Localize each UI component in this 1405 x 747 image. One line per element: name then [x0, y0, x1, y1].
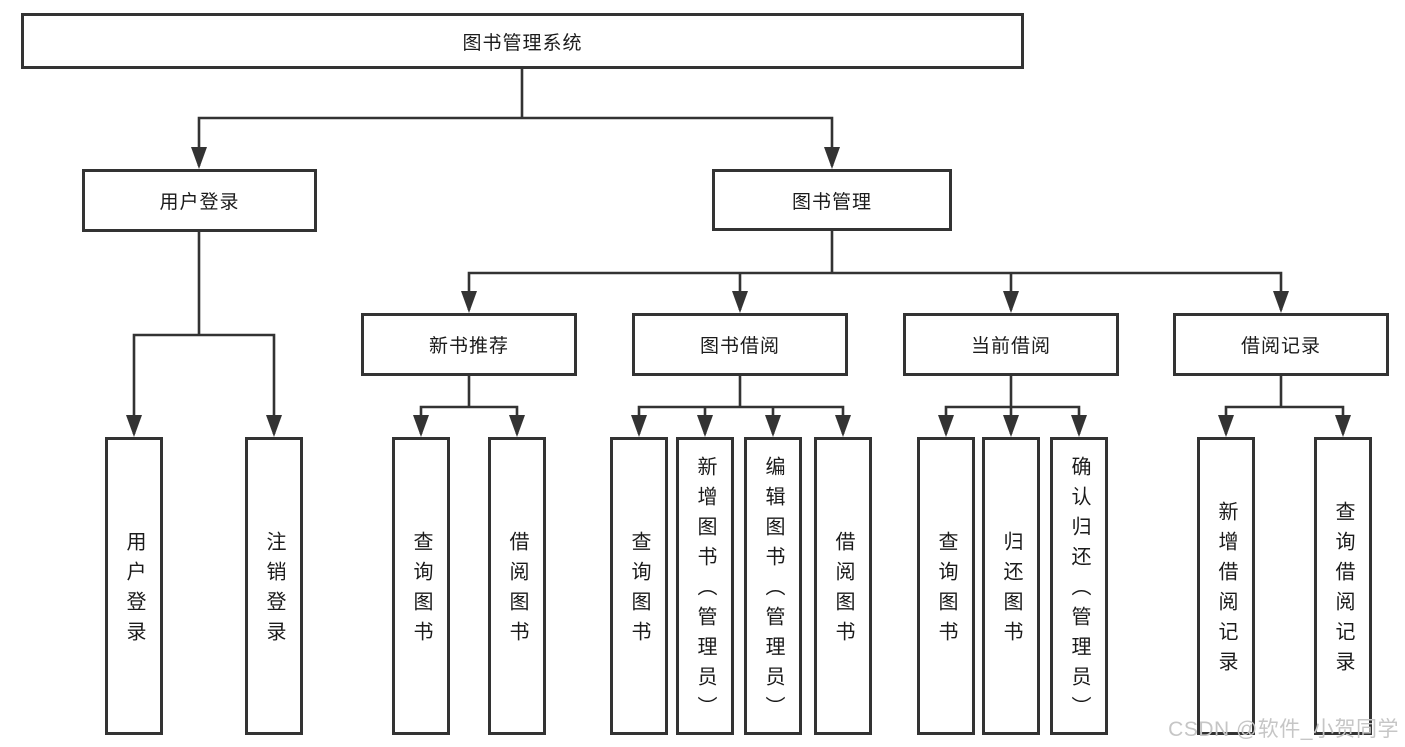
leaf-query-borrow-record: 查询借阅记录 [1314, 437, 1372, 735]
leaf-borrow-books: 借阅图书 [814, 437, 872, 735]
node-current-borrow-label: 当前借阅 [970, 336, 1051, 357]
leaf-borrow-query-books-label: 查询图书 [628, 531, 650, 651]
node-book-borrow-label: 图书借阅 [699, 336, 780, 357]
leaf-recommend-borrow-books: 借阅图书 [488, 437, 546, 735]
leaf-confirm-return-admin-label: 确认归还（管理员） [1068, 456, 1090, 726]
leaf-borrow-query-books: 查询图书 [610, 437, 668, 735]
node-borrow-records-label: 借阅记录 [1240, 336, 1321, 357]
node-new-book-recommend-label: 新书推荐 [428, 336, 509, 357]
node-borrow-records: 借阅记录 [1173, 313, 1389, 376]
node-user-login: 用户登录 [82, 169, 317, 232]
leaf-confirm-return-admin: 确认归还（管理员） [1050, 437, 1108, 735]
leaf-logout-label: 注销登录 [263, 531, 285, 651]
leaf-current-query-books: 查询图书 [917, 437, 975, 735]
leaf-add-books-admin-label: 新增图书（管理员） [694, 456, 716, 726]
leaf-logout: 注销登录 [245, 437, 303, 735]
leaf-edit-books-admin-label: 编辑图书（管理员） [762, 456, 784, 726]
node-book-management: 图书管理 [712, 169, 952, 231]
node-book-management-label: 图书管理 [791, 191, 872, 213]
node-root-library-system: 图书管理系统 [21, 13, 1024, 69]
node-root-label: 图书管理系统 [462, 32, 583, 54]
connector-current-borrow [944, 376, 1081, 434]
leaf-recommend-query-books: 查询图书 [392, 437, 450, 735]
leaf-add-books-admin: 新增图书（管理员） [676, 437, 734, 735]
leaf-edit-books-admin: 编辑图书（管理员） [744, 437, 802, 735]
node-user-login-label: 用户登录 [159, 192, 240, 213]
leaf-current-query-books-label: 查询图书 [935, 531, 957, 651]
leaf-recommend-query-books-label: 查询图书 [410, 531, 432, 651]
leaf-user-login: 用户登录 [105, 437, 163, 735]
node-book-borrow: 图书借阅 [632, 313, 848, 376]
connector-book-management [467, 231, 1283, 310]
leaf-recommend-borrow-books-label: 借阅图书 [506, 531, 528, 651]
connector-root [197, 69, 834, 166]
leaf-return-books-label: 归还图书 [1000, 531, 1022, 651]
connector-book-borrow [637, 376, 845, 434]
node-new-book-recommend: 新书推荐 [361, 313, 577, 376]
connector-new-book [419, 376, 519, 434]
connector-borrow-records [1224, 376, 1345, 434]
leaf-add-borrow-record-label: 新增借阅记录 [1215, 501, 1237, 681]
leaf-borrow-books-label: 借阅图书 [832, 531, 854, 651]
node-current-borrow: 当前借阅 [903, 313, 1119, 376]
leaf-query-borrow-record-label: 查询借阅记录 [1332, 501, 1354, 681]
leaf-user-login-label: 用户登录 [123, 531, 145, 651]
connector-user-login [132, 232, 276, 434]
csdn-watermark: CSDN @软件_小贺同学 [1168, 718, 1399, 741]
leaf-add-borrow-record: 新增借阅记录 [1197, 437, 1255, 735]
leaf-return-books: 归还图书 [982, 437, 1040, 735]
